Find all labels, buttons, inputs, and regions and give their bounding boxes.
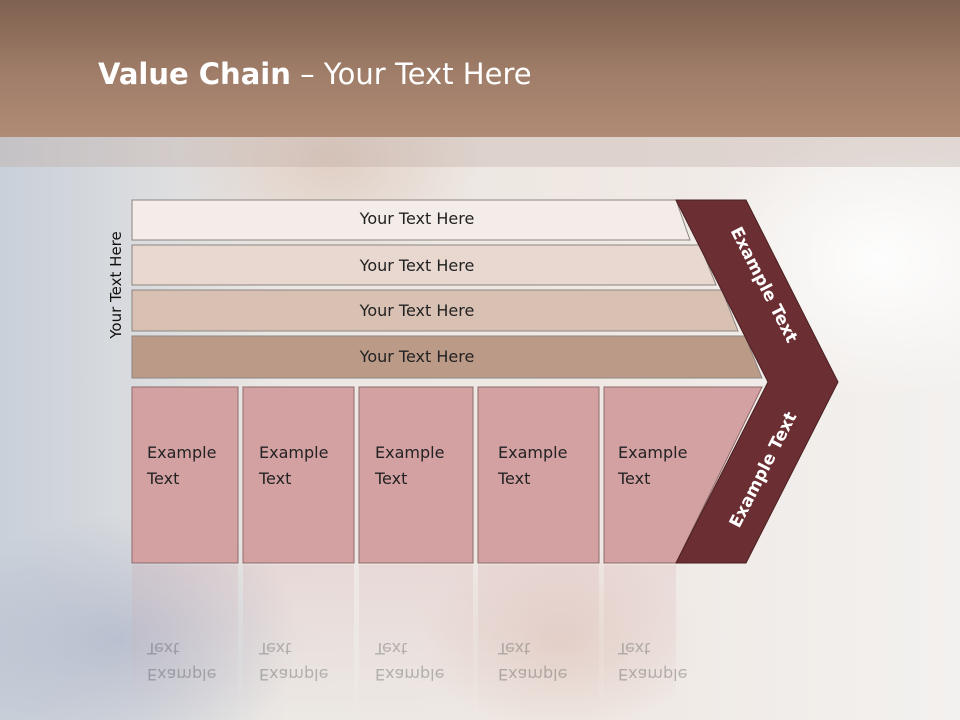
box-label-1-line1: Example	[147, 443, 217, 462]
title-header	[0, 0, 960, 137]
box-label-4: Example Text	[498, 440, 588, 492]
box-shape-1[interactable]	[131, 386, 239, 564]
box-shape-3[interactable]	[358, 386, 474, 564]
bar-shape-4[interactable]	[131, 335, 763, 379]
box-label-2: Example Text	[259, 440, 349, 492]
box-label-5-line1: Example	[618, 443, 688, 462]
box-label-5-line2: Text	[618, 469, 651, 488]
bar-label-4: Your Text Here	[359, 347, 475, 366]
box-label-4-line2: Text	[498, 469, 531, 488]
box-label-4-line1: Example	[498, 443, 568, 462]
box-shape-2[interactable]	[242, 386, 355, 564]
box-label-1-line2: Text	[147, 469, 180, 488]
bar-label-1: Your Text Here	[359, 209, 475, 228]
box-label-1: Example Text	[147, 440, 237, 492]
bar-shape-3[interactable]	[131, 289, 739, 332]
title-rest: – Your Text Here	[290, 57, 532, 91]
bar-label-2: Your Text Here	[359, 256, 475, 275]
header-band	[0, 137, 960, 167]
chevron-shape[interactable]	[675, 199, 839, 564]
bar-shape-2[interactable]	[131, 244, 717, 286]
box-label-3: Example Text	[375, 440, 465, 492]
box-label-2-line2: Text	[259, 469, 292, 488]
bar-shape-1[interactable]	[131, 199, 691, 241]
slide-title[interactable]: Value Chain – Your Text Here	[98, 52, 532, 96]
box-label-3-line1: Example	[375, 443, 445, 462]
bar-label-3: Your Text Here	[359, 301, 475, 320]
title-bold: Value Chain	[98, 57, 291, 91]
box-label-2-line1: Example	[259, 443, 329, 462]
box-label-5: Example Text	[618, 440, 708, 492]
box-shape-4[interactable]	[477, 386, 600, 564]
box-label-3-line2: Text	[375, 469, 408, 488]
